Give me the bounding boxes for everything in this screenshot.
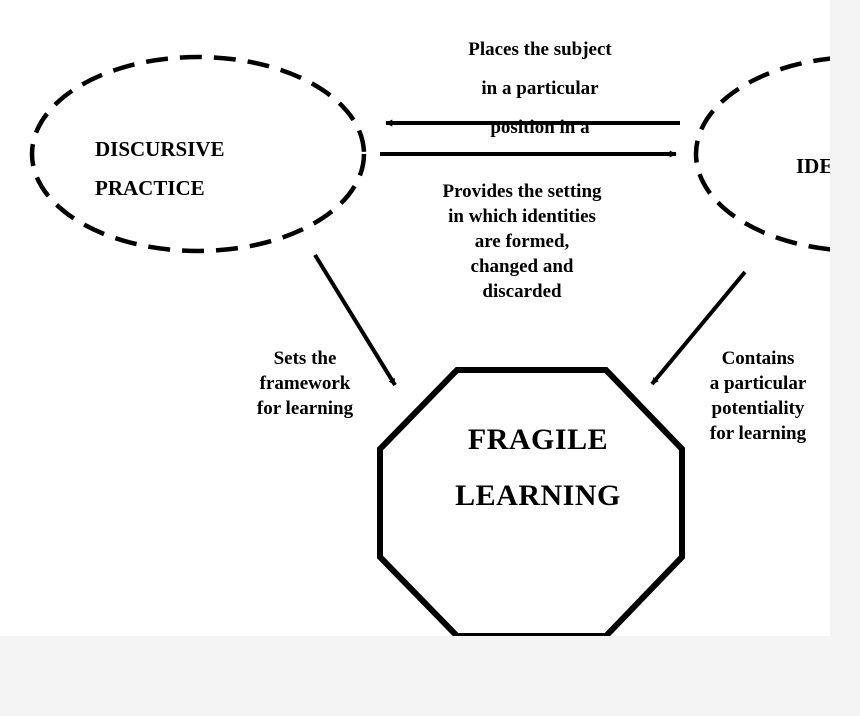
arrow-identity-to-learning <box>650 270 747 386</box>
edge-label-line: for learning <box>709 423 807 444</box>
edge-label-line: discarded <box>482 281 562 302</box>
discursive-practice-label: DISCURSIVE PRACTICE <box>95 139 225 199</box>
identity-label: IDE <box>796 154 830 178</box>
node-label-line: FRAGILE <box>467 423 609 456</box>
fragile-learning-label: FRAGILE LEARNING <box>430 425 646 511</box>
edge-label-line: a particular <box>709 373 807 394</box>
node-label-line: DISCURSIVE <box>95 137 225 161</box>
node-label-line: PRACTICE <box>95 176 205 200</box>
edge-label-line: position in a <box>490 117 590 138</box>
fragile-learning-node <box>377 367 685 636</box>
edge-label-contains-potentiality: Contains a particular potentiality for l… <box>690 349 826 443</box>
edge-label-line: in a particular <box>481 78 599 99</box>
arrow-discursive-to-learning <box>313 253 397 387</box>
edge-label-line: Places the subject <box>468 39 612 60</box>
edge-label-line: for learning <box>256 398 354 419</box>
edge-label-line: framework <box>259 373 351 394</box>
diagram-graphics <box>29 54 830 636</box>
edge-label-line: Sets the <box>273 348 337 369</box>
node-label-line: LEARNING <box>455 479 621 512</box>
identity-node <box>693 56 830 252</box>
edge-label-sets-framework: Sets the framework for learning <box>236 349 374 418</box>
edge-label-line: Contains <box>721 348 795 369</box>
edge-label-line: are formed, <box>474 231 570 252</box>
edge-label-line: in which identities <box>448 206 596 227</box>
edge-label-line: potentiality <box>711 398 805 419</box>
edge-label-line: changed and <box>470 256 574 277</box>
edge-label-provides-setting: Provides the setting in which identities… <box>412 182 632 301</box>
edge-label-places-subject: Places the subject in a particular posit… <box>420 40 660 137</box>
discursive-practice-node <box>29 54 367 254</box>
edge-label-line: Provides the setting <box>442 181 602 202</box>
diagram-panel: DISCURSIVE PRACTICE IDE FRAGILE LEARNING… <box>0 0 830 636</box>
